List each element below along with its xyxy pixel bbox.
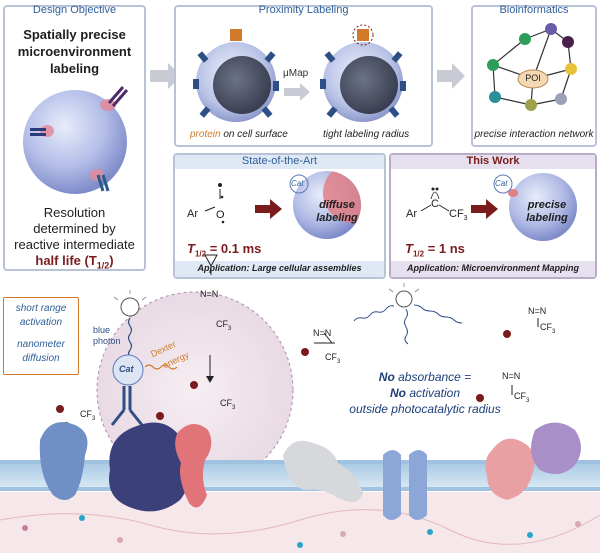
cf3-text-2: CF [220,398,232,408]
tw-application: Application: Microenvironment Mapping [406,263,579,273]
tw-cat-label: Cat [495,179,508,188]
legend-box [3,297,79,375]
tw-half-life-sub: 1/2 [412,249,425,259]
no-absorbance-line-3: outside photocatalytic radius [349,402,501,416]
tw-cf3-text: CF [449,208,464,220]
protein-highlight: protein [190,129,221,140]
sota-application: Application: Large cellular assemblies [197,263,362,273]
sota-sphere-label-2: labeling [316,212,358,224]
no-absorbance-line-1: No absorbance = [360,370,490,384]
cf3-text-6: CF [514,391,526,401]
bottom-cat-label: Cat [119,364,134,374]
cf3-sub-5: 3 [552,328,556,335]
sota-sphere-label-1: diffuse [319,199,355,211]
sota-half-life-value: = 0.1 ms [206,241,262,256]
diazirine-top-n: N=N [200,289,219,299]
this-work-title: This Work [466,155,520,167]
legend-line-4: diffusion [22,353,60,364]
diazirine-left-cf3: CF3 [80,409,95,422]
sota-molecule-ar: Ar [187,208,198,220]
no-absorbance-line-2: No activation [360,386,490,400]
tw-cf3-sub: 3 [463,215,468,223]
bioinformatics-title: Bioinformatics [499,4,569,16]
this-work-panel: This Work Cat Ar C CF3 precise labeling … [389,153,597,279]
blue-photon-2: photon [93,336,121,346]
cf3-text-1: CF [216,319,228,329]
resolution-line-1: Resolution [43,205,106,220]
sota-title: State-of-the-Art [241,155,318,167]
sota-molecule-o: O [216,209,225,221]
cf3-sub-2: 3 [232,404,236,411]
half-life-text: half life (T [35,253,97,268]
cf3-sub-1: 3 [228,325,232,332]
diazirine-right-n: N=N [528,306,547,316]
sota-half-life-sub: 1/2 [194,249,207,259]
sota-header-bar [175,155,384,169]
design-objective-title: Design Objective [32,4,117,16]
no-bold-2: No [389,386,406,400]
diazirine-low-n: N=N [502,371,521,381]
half-life-label: half life (T1/2) [5,253,144,271]
diazirine-top-cf3: CF3 [216,319,231,332]
diazirine-right-cf3: CF3 [540,322,555,335]
bioinformatics-caption: precise interaction network [474,129,594,140]
proximity-caption-left: protein on cell surface [190,129,288,140]
this-work-illustration [420,173,577,241]
tw-half-life-T: T [405,241,413,256]
tw-molecule-ar: Ar [406,208,417,220]
sota-half-life: T1/2 = 0.1 ms [187,241,261,259]
sota-application-bar [175,261,384,277]
tw-half-life-value: = 1 ns [424,241,465,256]
tw-sphere-label-2: labeling [526,212,568,224]
design-objective-heading-3: labeling [49,61,100,76]
no-rest-2: activation [405,386,461,400]
sota-half-life-T: T [187,241,195,256]
legend-line-3: nanometer [17,339,65,350]
cf3-sub-3: 3 [92,415,96,422]
cf3-sub-6: 3 [526,397,530,404]
no-bold-1: No [378,370,395,384]
cf3-text-5: CF [540,322,552,332]
this-work-header-bar [391,155,595,169]
proximity-caption-right: tight labeling radius [323,129,410,140]
tw-molecule-c: C [431,198,439,210]
cf3-text-3: CF [80,409,92,419]
resolution-line-3: reactive intermediate [14,237,135,252]
diazirine-inner-cf3: CF3 [220,398,235,411]
interaction-network [487,23,577,111]
caption-left-rest: on cell surface [220,129,288,140]
bioinformatics-panel: Bioinformatics POI precise interaction n… [471,4,597,147]
umap-label: μMap [283,68,309,79]
diazirine-low-cf3: CF3 [514,391,529,404]
no-rest-1: absorbance = [394,370,472,384]
tw-molecule-cf3: CF3 [449,208,468,222]
cf3-text-4: CF [325,352,337,362]
proximity-labeling-title: Proximity Labeling [258,4,349,16]
proximity-labeling-panel: Proximity Labeling [174,4,433,147]
diazirine-mid-cf3: CF3 [325,352,340,365]
proximity-cells-illustration [193,24,406,122]
poi-label: POI [525,73,541,83]
state-of-the-art-panel: State-of-the-Art Cat Ar O diffuse labeli… [173,153,386,279]
tw-half-life: T1/2 = 1 ns [405,241,465,259]
tw-sphere-label-1: precise [527,199,567,211]
resolution-line-2: determined by [33,221,116,236]
legend-line-2: activation [19,317,63,328]
cell-sphere-illustration [23,86,129,194]
design-objective-heading-1: Spatially precise [23,27,126,42]
design-objective-heading-2: microenvironment [17,44,132,59]
blue-photon-1: blue [93,325,111,335]
sota-illustration [204,171,361,239]
diazirine-mid-n: N=N [313,328,332,338]
tw-application-bar [391,261,595,277]
sota-cat-label: Cat [291,179,304,188]
half-life-close: ) [109,253,114,268]
design-objective-panel: Design Objective Spatially precise micro… [3,4,146,271]
legend-line-1: short range [15,303,67,314]
cf3-sub-4: 3 [337,358,341,365]
half-life-sub: 1/2 [96,260,110,271]
